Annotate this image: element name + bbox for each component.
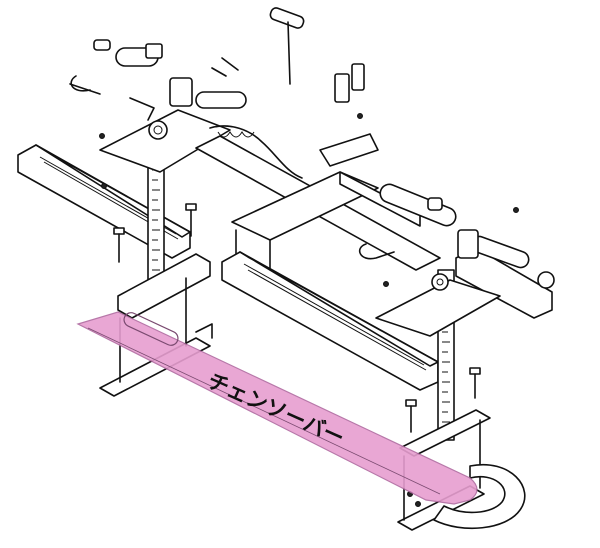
right-foot [397,409,526,531]
right-clamp [358,197,555,337]
right-rear-rail [379,183,553,319]
chainsaw-bar [76,311,478,505]
left-clamp [69,75,247,173]
loose-parts-top [93,39,365,103]
chainsaw-bar-label: チェンソーバー [204,369,348,451]
t-handle-wrench [269,7,305,85]
bolts [99,113,519,507]
